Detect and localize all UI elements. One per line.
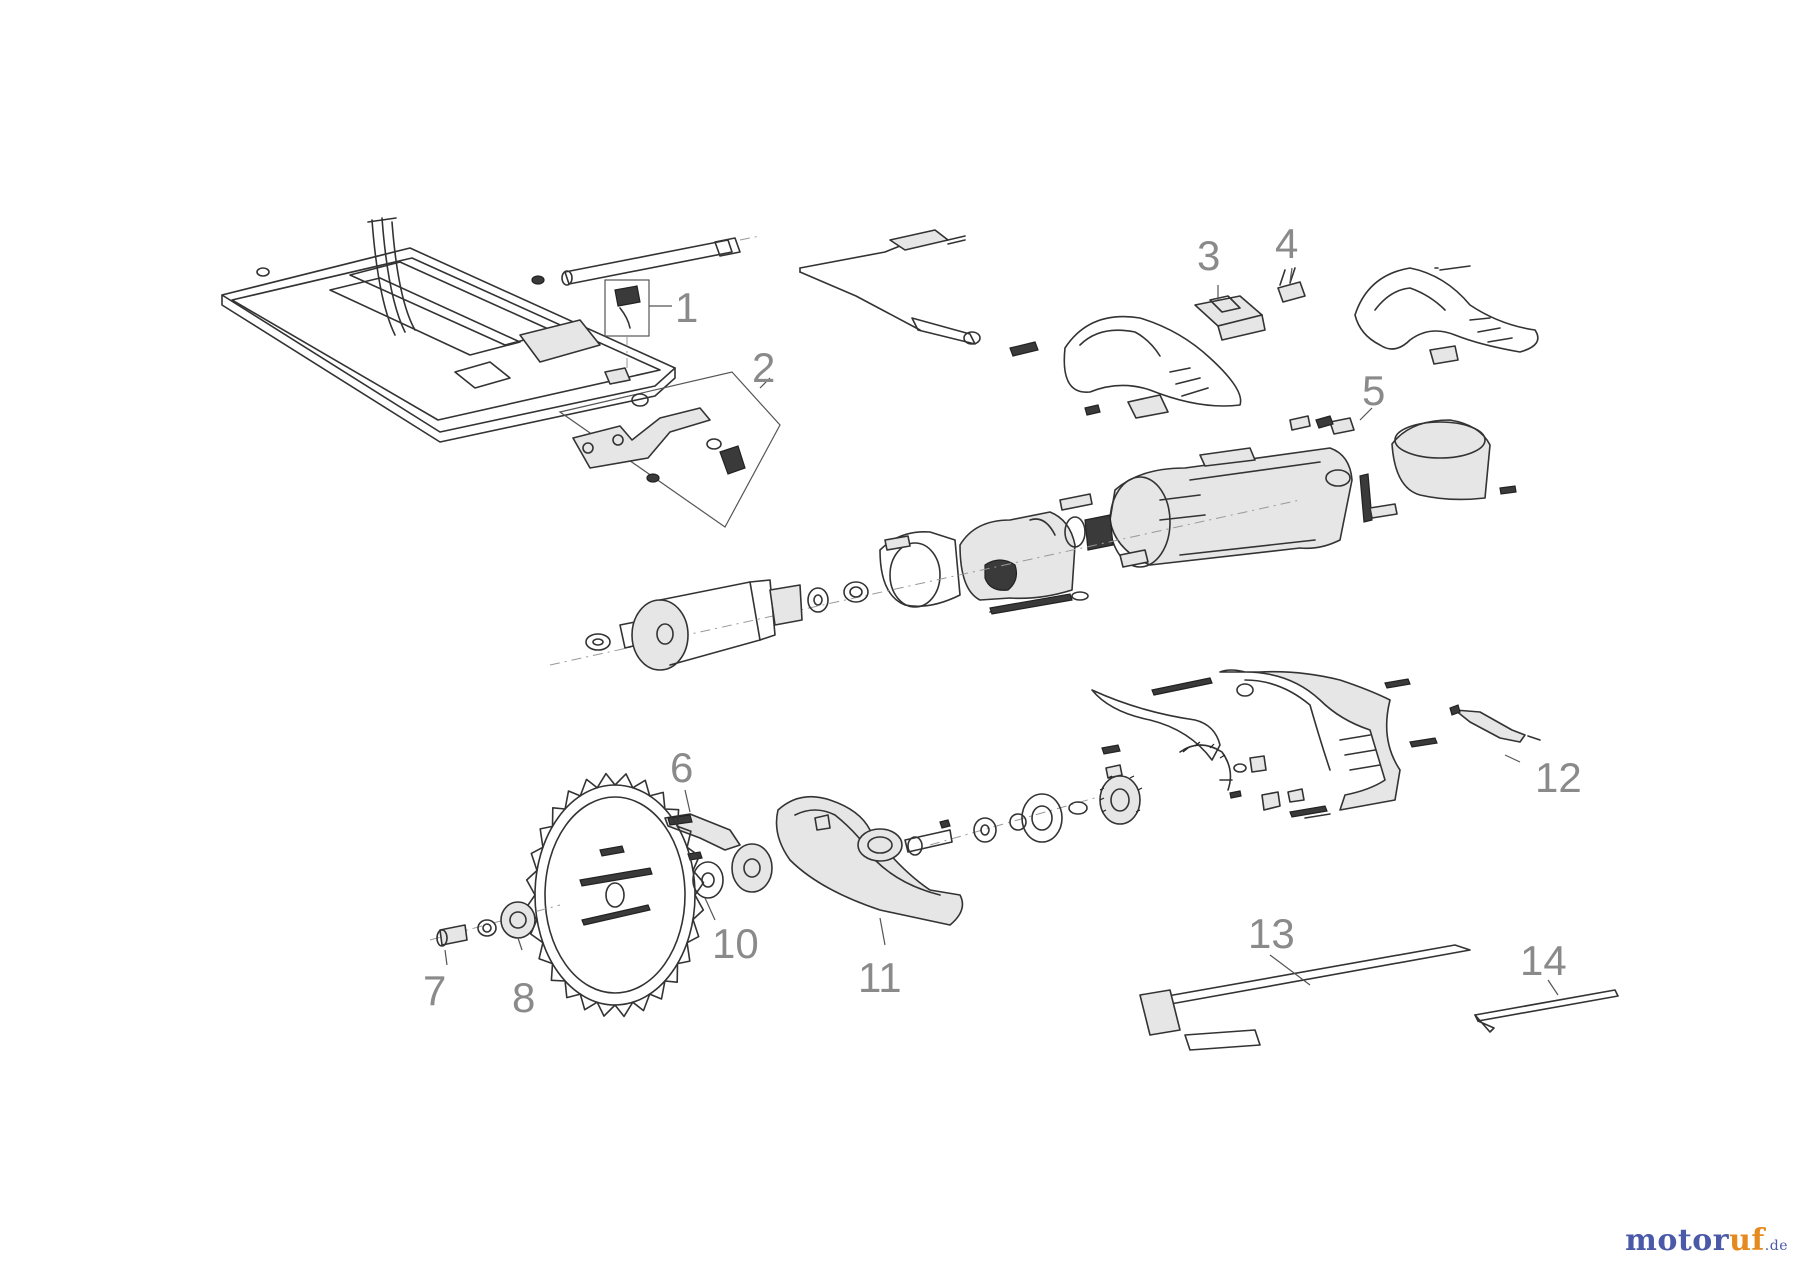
callout-4: 4 [1275,220,1298,267]
riving-knife [1091,689,1233,791]
callout-2: 2 [752,344,775,391]
part-2-bracket [558,371,781,528]
callout-13: 13 [1248,910,1295,957]
base-plate [221,247,676,443]
part-3-switch [1194,295,1266,341]
callout-labels: 1 2 3 4 5 6 7 8 10 11 12 13 14 [423,220,1582,1021]
motor-housing [1109,447,1398,568]
callout-12: 12 [1535,754,1582,801]
saw-blade [525,772,705,1018]
watermark-logo: motoruf.de [1625,1223,1788,1258]
saw-blade-teeth [525,772,705,1018]
drive-gears [904,775,1143,856]
armature [549,499,1301,671]
bearing-carrier [879,531,961,608]
callout-8: 8 [512,974,535,1021]
spindle-parts [1101,744,1331,819]
callout-6: 6 [670,744,693,791]
handle-half [1063,315,1242,419]
part-12-lever [1449,704,1541,743]
callout-11: 11 [858,954,902,1001]
callout-14: 14 [1520,937,1567,984]
guide-rod [531,235,761,286]
watermark-part-a: motor [1625,1223,1730,1258]
watermark-part-c: .de [1764,1238,1788,1254]
callout-10: 10 [712,920,759,967]
callout-7: 7 [423,967,446,1014]
part-6-spindle-lock [664,789,741,851]
power-cord [799,229,1039,357]
watermark-part-b: uf [1729,1223,1765,1258]
callout-5: 5 [1362,367,1385,414]
part-4-clip [1277,267,1306,303]
callout-leaders [444,267,1521,966]
part-1-knob [604,279,672,372]
field-coil [959,493,1149,615]
gear-housing [1151,669,1438,811]
part-7-8-bolt-flange [429,901,561,947]
part-13-parallel-guide [1139,944,1471,1051]
part-11-blade-guard [775,795,964,926]
depth-lever [367,217,416,336]
part-5-brushes [1289,415,1517,501]
part-10-flange [687,843,773,899]
callout-1: 1 [675,284,698,331]
callout-3: 3 [1197,232,1220,279]
handle-cover [1354,265,1539,365]
part-14-hex-key [1474,979,1619,1033]
